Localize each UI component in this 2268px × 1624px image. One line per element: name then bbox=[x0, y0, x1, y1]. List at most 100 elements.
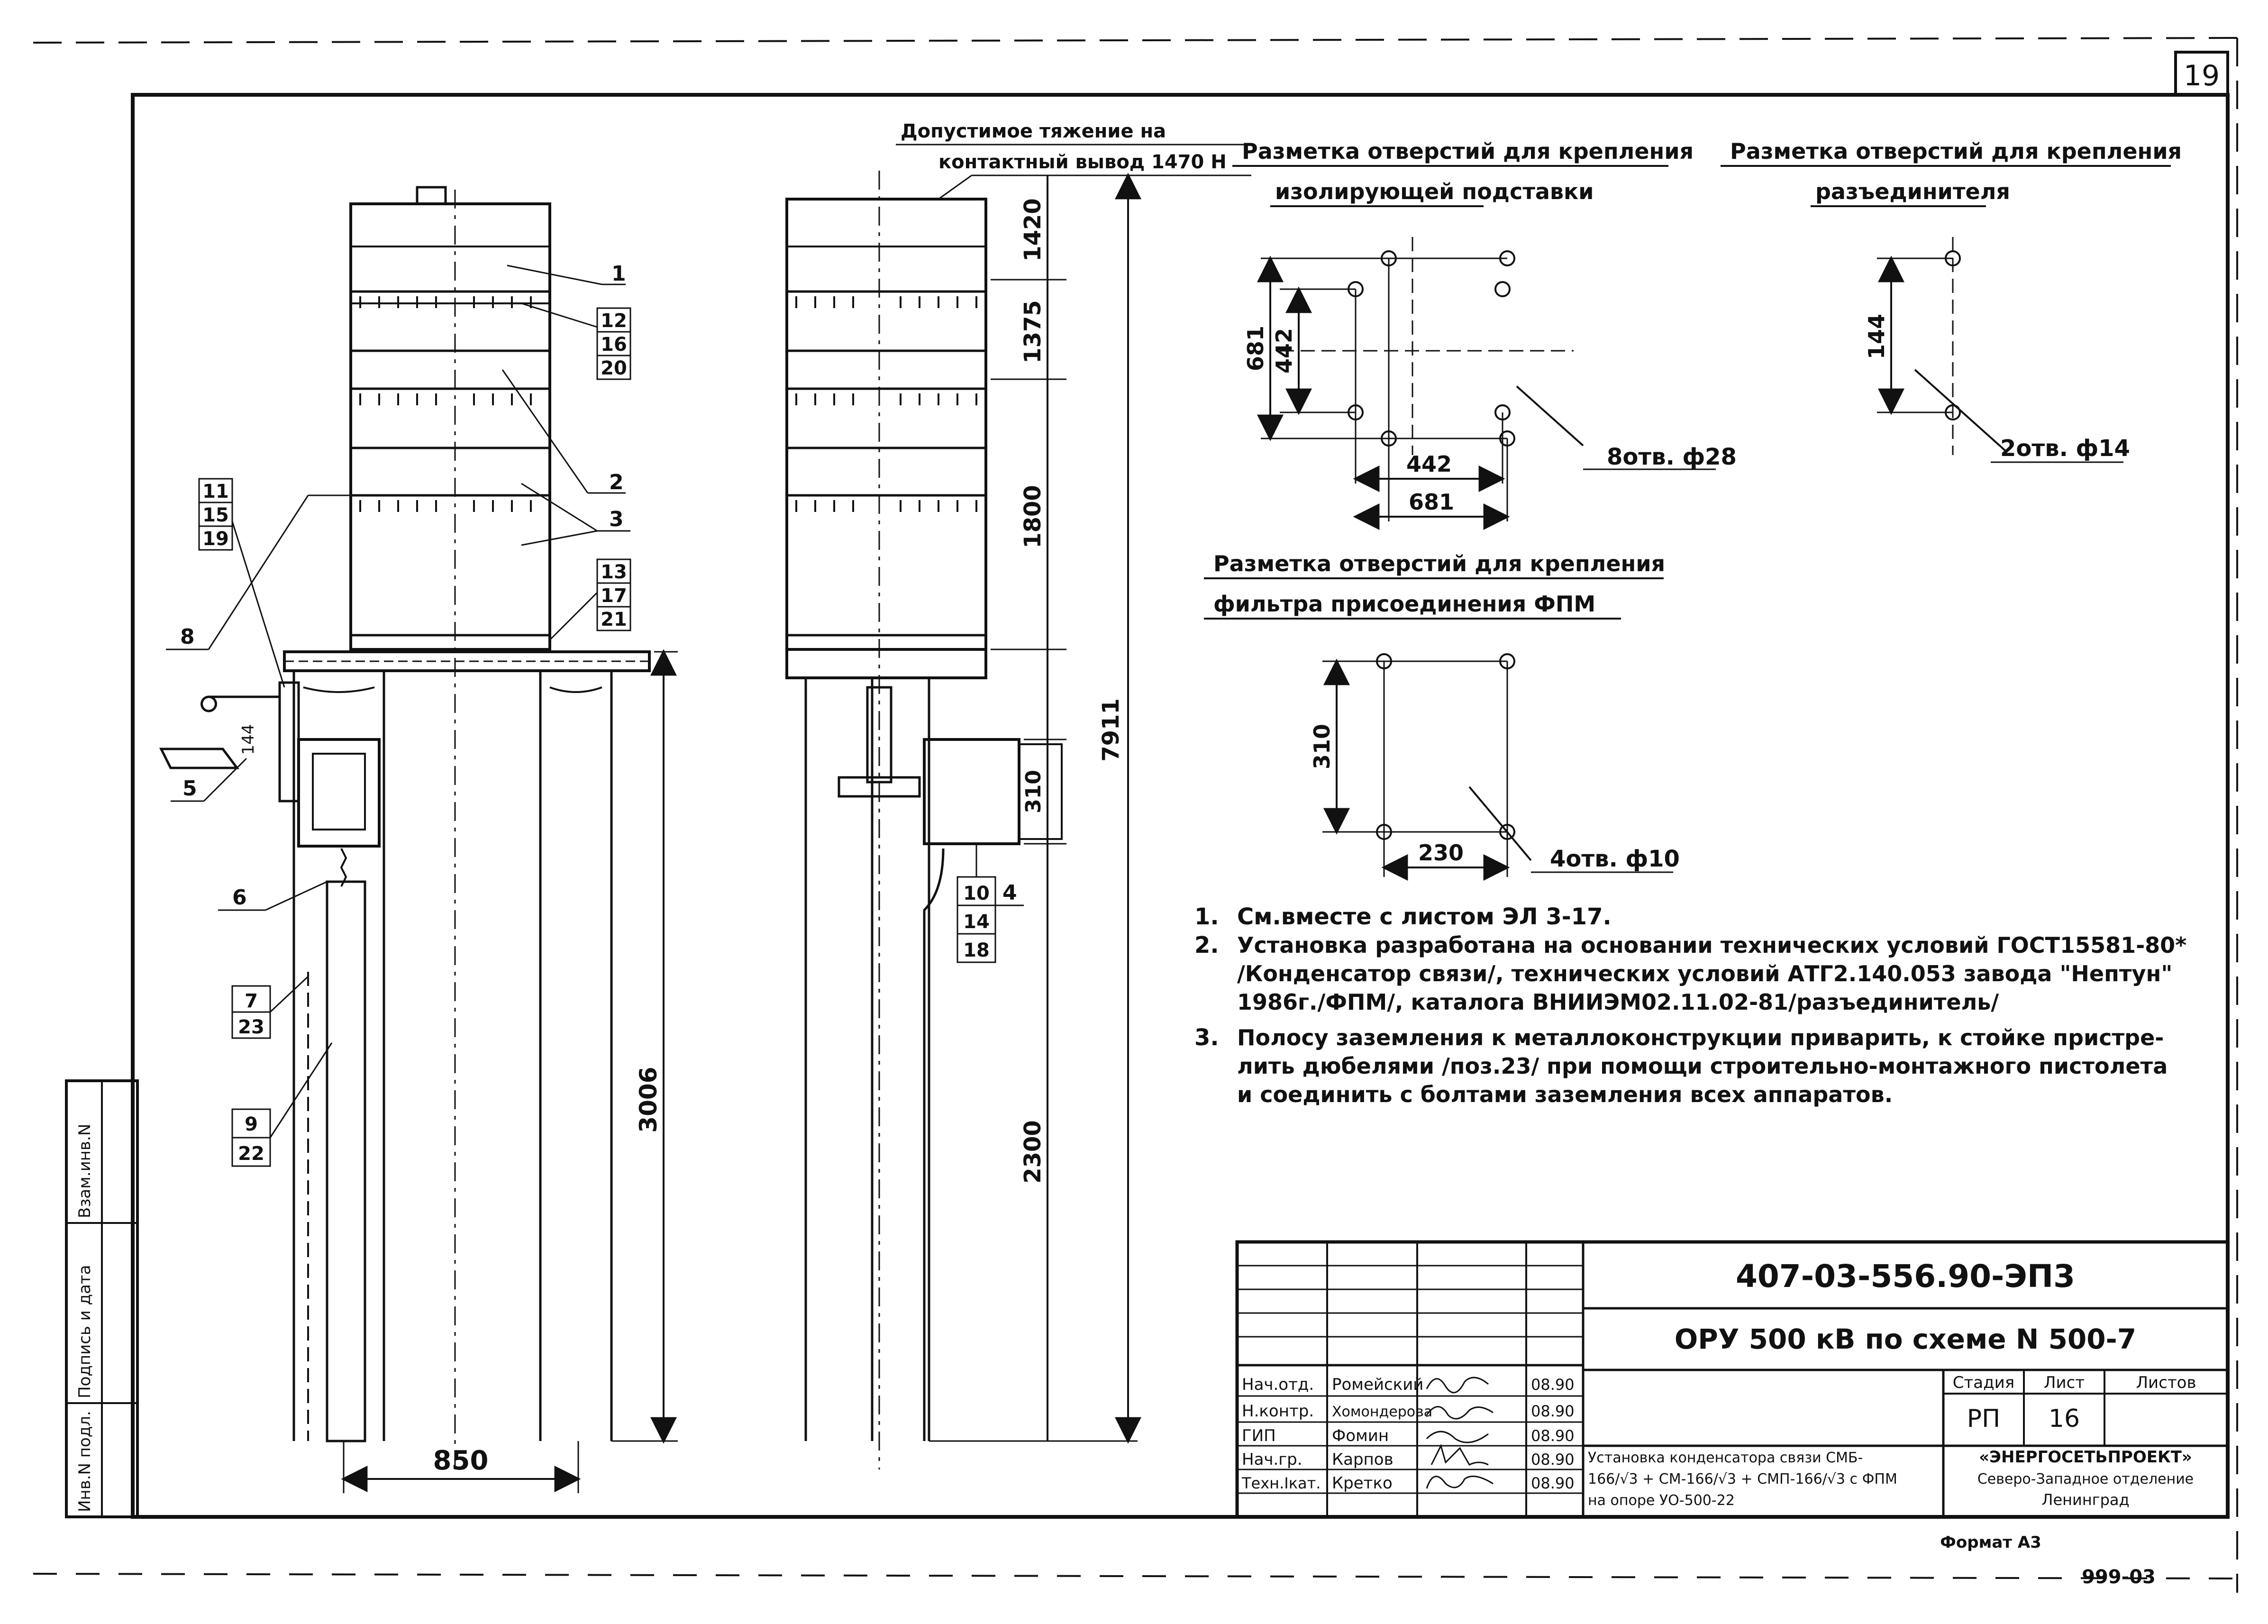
format-label: Формат А3 bbox=[1940, 1533, 2041, 1552]
signature-1 bbox=[1426, 1406, 1494, 1420]
note-2-text-3: 1986г./ФПМ/, каталога ВНИИЭМ02.11.02-81/… bbox=[1237, 989, 1999, 1015]
name-0: Ромейский bbox=[1332, 1375, 1423, 1394]
name-3: Карпов bbox=[1332, 1450, 1394, 1469]
dim-850: 850 bbox=[433, 1445, 489, 1476]
dim-3006: 3006 bbox=[635, 1067, 662, 1132]
name-4: Кретко bbox=[1332, 1474, 1393, 1493]
dim-1420: 1420 bbox=[1020, 198, 1046, 262]
date-1: 08.90 bbox=[1531, 1402, 1575, 1420]
project-name: ОРУ 500 кВ по схеме N 500-7 bbox=[1675, 1323, 2136, 1355]
layout-filter: Разметка отверстий для крепления фильтра… bbox=[1204, 551, 1680, 881]
dim-1800: 1800 bbox=[1020, 485, 1046, 548]
notes: 1. См.вместе с листом ЭЛ 3-17. 2. Устано… bbox=[1194, 903, 2186, 1107]
title-block-grid bbox=[1237, 1242, 1583, 1517]
callout-7-23: 7 23 bbox=[231, 976, 309, 1039]
callout-10-14-18-4: 10 14 18 4 bbox=[956, 844, 1024, 963]
svg-text:23: 23 bbox=[238, 1016, 264, 1038]
dim-base-681-h: 681 bbox=[1409, 489, 1454, 515]
signature-0 bbox=[1426, 1377, 1489, 1394]
callout-5: 5 bbox=[171, 757, 247, 802]
svg-text:2: 2 bbox=[609, 470, 624, 494]
signature-2 bbox=[1426, 1431, 1489, 1443]
note-1-text: См.вместе с листом ЭЛ 3-17. bbox=[1237, 903, 1612, 930]
dim-7911: 7911 bbox=[1098, 698, 1124, 762]
svg-text:22: 22 bbox=[238, 1143, 264, 1165]
dim-disc-144: 144 bbox=[1864, 314, 1889, 359]
dim-310: 310 bbox=[1021, 770, 1046, 813]
tension-note-line2: контактный вывод 1470 Н bbox=[938, 151, 1227, 173]
drawing-title-3: на опоре УО-500-22 bbox=[1588, 1492, 1735, 1509]
sheet-label: Лист bbox=[2044, 1373, 2085, 1392]
svg-text:6: 6 bbox=[232, 885, 247, 910]
name-1: Хомондерова bbox=[1332, 1404, 1432, 1420]
sheets-label: Листов bbox=[2136, 1373, 2196, 1392]
date-3: 08.90 bbox=[1531, 1451, 1575, 1469]
svg-text:4: 4 bbox=[1002, 881, 1017, 905]
note-2-text-2: /Конденсатор связи/, технических условий… bbox=[1237, 961, 2172, 986]
layout-base-title-1: Разметка отверстий для крепления bbox=[1242, 138, 1694, 164]
dim-144-small: 144 bbox=[239, 724, 258, 755]
dim-base-442-h: 442 bbox=[1406, 451, 1452, 477]
role-3: Нач.гр. bbox=[1242, 1450, 1303, 1469]
drawing-title-2: 166/√3 + СМ-166/√3 + СМП-166/√3 с ФПМ bbox=[1588, 1471, 1897, 1487]
svg-text:21: 21 bbox=[601, 609, 627, 630]
svg-text:11: 11 bbox=[202, 481, 229, 502]
callout-2: 2 bbox=[501, 369, 626, 494]
holes-filter: 4отв. ф10 bbox=[1550, 846, 1680, 872]
callout-8: 8 bbox=[166, 494, 360, 650]
title-block: Нач.отд. Ромейский 08.90 Н.контр. Хомонд… bbox=[1235, 1240, 2230, 1519]
role-2: ГИП bbox=[1242, 1426, 1276, 1445]
dim-2300: 2300 bbox=[1020, 1120, 1046, 1184]
dim-base-681-v: 681 bbox=[1243, 326, 1268, 371]
svg-text:1: 1 bbox=[611, 262, 626, 286]
callout-9-22: 9 22 bbox=[231, 1042, 333, 1167]
dim-filter-230: 230 bbox=[1418, 840, 1464, 866]
note-2-text: Установка разработана на основании техни… bbox=[1237, 932, 2186, 958]
callout-1: 1 bbox=[507, 262, 626, 286]
svg-text:3: 3 bbox=[609, 507, 624, 531]
svg-text:20: 20 bbox=[601, 357, 627, 379]
stage-label: Стадия bbox=[1953, 1373, 2014, 1392]
svg-text:9: 9 bbox=[245, 1113, 258, 1135]
stamp-vzam-inv: Взам.инв.N bbox=[75, 1124, 94, 1218]
callout-11-15-19: 11 15 19 bbox=[198, 478, 285, 688]
elevation-right: Допустимое тяжение на контактный вывод 1… bbox=[785, 120, 1251, 1469]
name-2: Фомин bbox=[1332, 1426, 1389, 1445]
svg-text:15: 15 bbox=[202, 504, 229, 526]
drawing-title-1: Установка конденсатора связи СМБ- bbox=[1588, 1450, 1863, 1466]
layout-disc-title-1: Разметка отверстий для крепления bbox=[1730, 138, 2182, 164]
signature-3 bbox=[1430, 1443, 1489, 1466]
layout-disconnector: Разметка отверстий для крепления разъеди… bbox=[1721, 138, 2182, 463]
role-1: Н.контр. bbox=[1242, 1402, 1314, 1421]
note-3-text-2: лить дюбелями /поз.23/ при помощи строит… bbox=[1237, 1053, 2168, 1079]
holes-disc: 2отв. ф14 bbox=[2000, 435, 2130, 462]
doc-code: 407-03-556.90-ЭП3 bbox=[1736, 1258, 2075, 1295]
svg-text:8: 8 bbox=[180, 625, 195, 649]
callout-12-16-20: 12 16 20 bbox=[521, 302, 631, 380]
svg-text:16: 16 bbox=[601, 334, 627, 356]
svg-text:10: 10 bbox=[963, 883, 990, 904]
callout-13-17-21: 13 17 21 bbox=[549, 558, 631, 641]
callout-6: 6 bbox=[218, 881, 328, 911]
layout-disc-title-2: разъединителя bbox=[1815, 179, 2010, 204]
date-2: 08.90 bbox=[1531, 1427, 1575, 1445]
note-1-num: 1. bbox=[1194, 903, 1219, 930]
org-1: «ЭНЕРГОСЕТЬПРОЕКТ» bbox=[1979, 1448, 2192, 1467]
date-4: 08.90 bbox=[1531, 1474, 1575, 1492]
holes-base: 8отв. ф28 bbox=[1607, 444, 1737, 470]
note-2-num: 2. bbox=[1194, 932, 1219, 958]
stamp-inv-no: Инв.N подл. bbox=[75, 1411, 94, 1512]
date-0: 08.90 bbox=[1531, 1376, 1575, 1394]
svg-text:14: 14 bbox=[963, 911, 990, 933]
note-3-num: 3. bbox=[1194, 1024, 1219, 1051]
layout-filter-title-2: фильтра присоединения ФПМ bbox=[1213, 591, 1595, 617]
note-3-text: Полосу заземления к металлоконструкции п… bbox=[1237, 1025, 2164, 1050]
page-number: 19 bbox=[2184, 59, 2220, 92]
callout-3: 3 bbox=[521, 483, 630, 546]
stage-value: РП bbox=[1967, 1405, 2000, 1433]
org-2: Северо-Западное отделение bbox=[1977, 1471, 2194, 1487]
layout-base: Разметка отверстий для крепления изолиру… bbox=[1232, 138, 1737, 530]
tension-note-line1: Допустимое тяжение на bbox=[901, 120, 1166, 142]
sheet-frame: 19 bbox=[33, 37, 2238, 1593]
